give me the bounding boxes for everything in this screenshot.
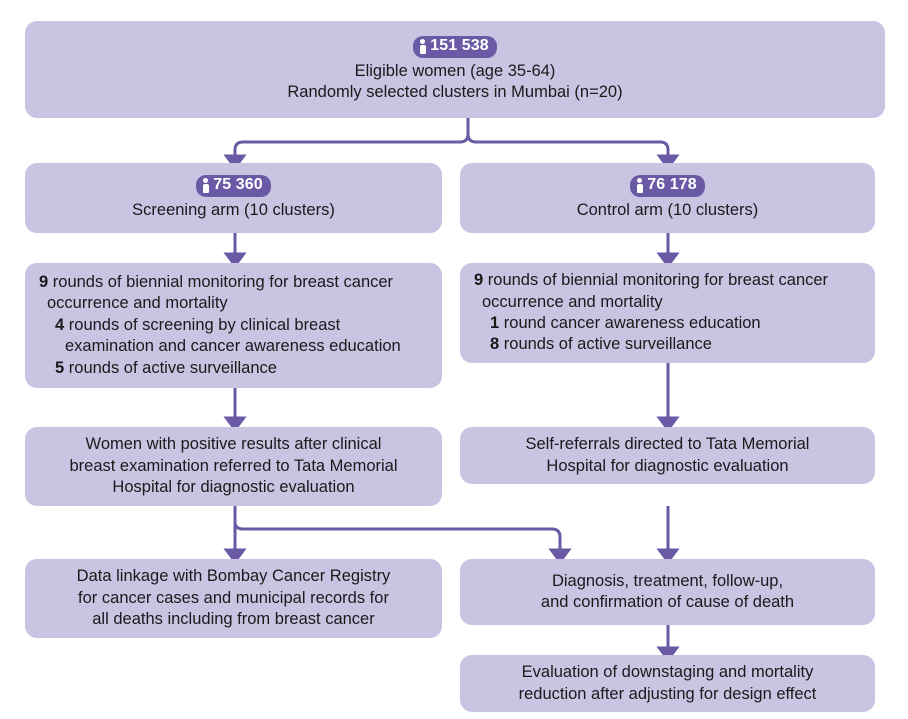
node-diagnosis: Diagnosis, treatment, follow-up, and con… xyxy=(460,559,875,625)
round-count: 5 xyxy=(55,358,65,377)
round-text: rounds of screening by clinical breast xyxy=(64,315,341,334)
connector-to-diagnosis xyxy=(233,521,572,564)
person-icon xyxy=(418,38,427,54)
node-screening-referral: Women with positive results after clinic… xyxy=(25,427,442,506)
round-text: rounds of biennial monitoring for breast… xyxy=(48,272,394,291)
node-line: and confirmation of cause of death xyxy=(540,593,795,611)
node-control-referral: Self-referrals directed to Tata Memorial… xyxy=(460,427,875,484)
node-line: breast examination referred to Tata Memo… xyxy=(69,456,398,475)
badge-count-value: 76 178 xyxy=(647,175,697,193)
round-count: 8 xyxy=(490,335,500,354)
node-line: Women with positive results after clinic… xyxy=(85,435,382,454)
round-text: round cancer awareness education xyxy=(499,314,761,332)
node-line: occurrence and mortality xyxy=(482,292,663,311)
node-line: all deaths including from breast cancer xyxy=(92,610,375,629)
badge-control-count: 76 178 xyxy=(630,174,705,197)
node-data-linkage: Data linkage with Bombay Cancer Registry… xyxy=(25,559,442,638)
connector-to-screening-arm xyxy=(223,133,470,170)
node-screening-arm: 75 360 Screening arm (10 clusters) xyxy=(25,163,442,233)
node-line: Hospital for diagnostic evaluation xyxy=(546,456,789,475)
round-text: rounds of active surveillance xyxy=(499,335,712,354)
badge-screening-count: 75 360 xyxy=(196,174,271,197)
node-line: Self-referrals directed to Tata Memorial xyxy=(525,435,810,454)
node-line: for cancer cases and municipal records f… xyxy=(78,588,389,607)
node-line: 5 rounds of active surveillance xyxy=(39,358,432,379)
node-line: Hospital for diagnostic evaluation xyxy=(112,478,355,497)
round-count: 1 xyxy=(490,314,500,332)
person-icon xyxy=(201,177,210,193)
node-line: 9 rounds of biennial monitoring for brea… xyxy=(39,272,432,293)
node-evaluation: Evaluation of downstaging and mortality … xyxy=(460,655,875,712)
round-text: rounds of active surveillance xyxy=(64,358,277,377)
node-line: Randomly selected clusters in Mumbai (n=… xyxy=(287,82,623,101)
node-line: reduction after adjusting for design eff… xyxy=(518,684,817,703)
node-line: Eligible women (age 35-64) xyxy=(354,61,556,80)
round-text: rounds of biennial monitoring for breast… xyxy=(483,271,829,290)
badge-eligible-count: 151 538 xyxy=(413,35,497,58)
round-count: 9 xyxy=(474,271,484,290)
node-control-rounds: 9 rounds of biennial monitoring for brea… xyxy=(460,263,875,363)
node-line: 4 rounds of screening by clinical breast xyxy=(39,315,432,336)
node-line: Data linkage with Bombay Cancer Registry xyxy=(76,567,391,586)
node-line: 1 round cancer awareness education xyxy=(474,313,865,334)
badge-count-value: 75 360 xyxy=(213,175,263,193)
round-count: 4 xyxy=(55,315,65,334)
badge-count-value: 151 538 xyxy=(430,36,489,54)
node-line: Screening arm (10 clusters) xyxy=(132,200,335,219)
node-screening-rounds: 9 rounds of biennial monitoring for brea… xyxy=(25,263,442,388)
node-line: Diagnosis, treatment, follow-up, xyxy=(551,571,784,590)
node-line: examination and cancer awareness educati… xyxy=(65,337,401,356)
node-line: 8 rounds of active surveillance xyxy=(474,334,865,355)
node-line: Control arm (10 clusters) xyxy=(576,200,759,219)
person-icon xyxy=(635,177,644,193)
node-eligible-women: 151 538 Eligible women (age 35-64) Rando… xyxy=(25,21,885,118)
node-line: Evaluation of downstaging and mortality xyxy=(521,663,814,682)
connector-to-control-arm xyxy=(466,133,680,170)
node-line: 9 rounds of biennial monitoring for brea… xyxy=(474,270,865,291)
node-control-arm: 76 178 Control arm (10 clusters) xyxy=(460,163,875,233)
round-count: 9 xyxy=(39,272,49,291)
node-line: occurrence and mortality xyxy=(47,294,228,313)
